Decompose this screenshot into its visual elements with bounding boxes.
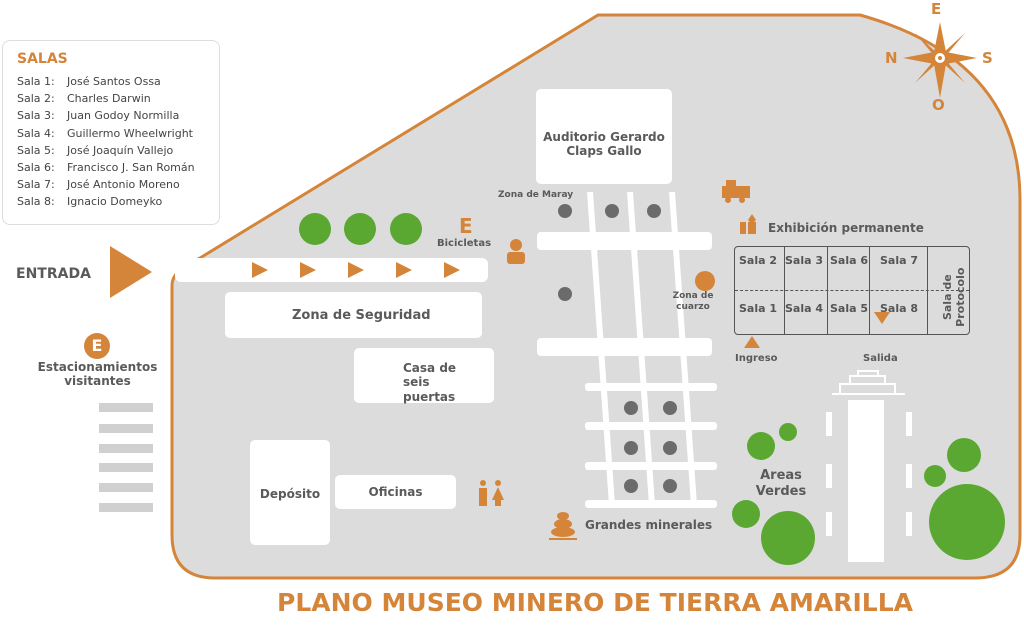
bikes-label: Bicicletas: [437, 238, 492, 249]
legend-item: Sala 1:José Santos Ossa: [17, 75, 161, 88]
sala-7: Sala 7: [879, 254, 919, 267]
exhibicion-label: Exhibición permanente: [768, 221, 924, 235]
parking-icon: E: [84, 333, 110, 359]
compass-icon: [903, 22, 977, 98]
zona-seguridad: [225, 292, 482, 338]
cuarzo-label: Zona de cuarzo: [672, 291, 714, 312]
seguridad-label: Zona de Seguridad: [292, 308, 431, 323]
salas-grid: [734, 246, 970, 335]
quartz-icon: [695, 271, 715, 291]
sala-4: Sala 4: [784, 302, 824, 315]
guard-icon: [510, 239, 522, 251]
compass-n: N: [885, 49, 898, 67]
map-title: PLANO MUSEO MINERO DE TIERRA AMARILLA: [277, 588, 913, 617]
parking-label: Estacionamientos visitantes: [37, 360, 158, 389]
oficinas-label: Oficinas: [368, 485, 423, 499]
oficinas: [335, 475, 456, 509]
minerals-icon: [557, 512, 569, 520]
deposito-label: Depósito: [259, 487, 321, 501]
legend-title: SALAS: [17, 51, 68, 67]
sala-8: Sala 8: [879, 302, 919, 315]
sala-6: Sala 6: [829, 254, 869, 267]
bike-icon: E: [459, 214, 473, 238]
compass-s: S: [982, 49, 993, 67]
compass-o: O: [932, 96, 945, 114]
salas-legend: SALAS Sala 1:José Santos Ossa Sala 2:Cha…: [2, 40, 220, 225]
legend-item: Sala 7:José Antonio Moreno: [17, 178, 180, 192]
legend-item: Sala 3:Juan Godoy Normilla: [17, 109, 180, 123]
sala-3: Sala 3: [784, 254, 824, 267]
minerales-label: Grandes minerales: [585, 518, 713, 532]
legend-item: Sala 4:Guillermo Wheelwright: [17, 126, 193, 140]
legend-item: Sala 8:Ignacio Domeyko: [17, 195, 163, 209]
casa-label: Casa de seis puertas: [403, 361, 457, 404]
deposito: [250, 440, 330, 545]
legend-item: Sala 6:Francisco J. San Román: [17, 161, 195, 175]
maray-label: Zona de Maray: [498, 190, 574, 200]
sala-1: Sala 1: [738, 302, 778, 315]
auditorio: [536, 89, 672, 184]
auditorio-label: Auditorio Gerardo Claps Gallo: [543, 130, 665, 159]
sala-5: Sala 5: [829, 302, 869, 315]
legend-item: Sala 5:José Joaquín Vallejo: [17, 143, 174, 157]
ingreso-label: Ingreso: [735, 353, 778, 364]
protocolo-label: Sala de Protocolo: [940, 267, 967, 327]
restroom-icon: [480, 480, 486, 486]
casa-seis-puertas: [354, 348, 494, 403]
train-icon: [722, 186, 750, 198]
entrada-label: ENTRADA: [16, 266, 91, 282]
sala-2: Sala 2: [738, 254, 778, 267]
legend-item: Sala 2:Charles Darwin: [17, 92, 151, 106]
verdes-label: Areas Verdes: [755, 468, 807, 499]
salida-label: Salida: [863, 353, 898, 364]
exhibition-icon: [740, 222, 746, 234]
compass-e: E: [931, 0, 942, 18]
